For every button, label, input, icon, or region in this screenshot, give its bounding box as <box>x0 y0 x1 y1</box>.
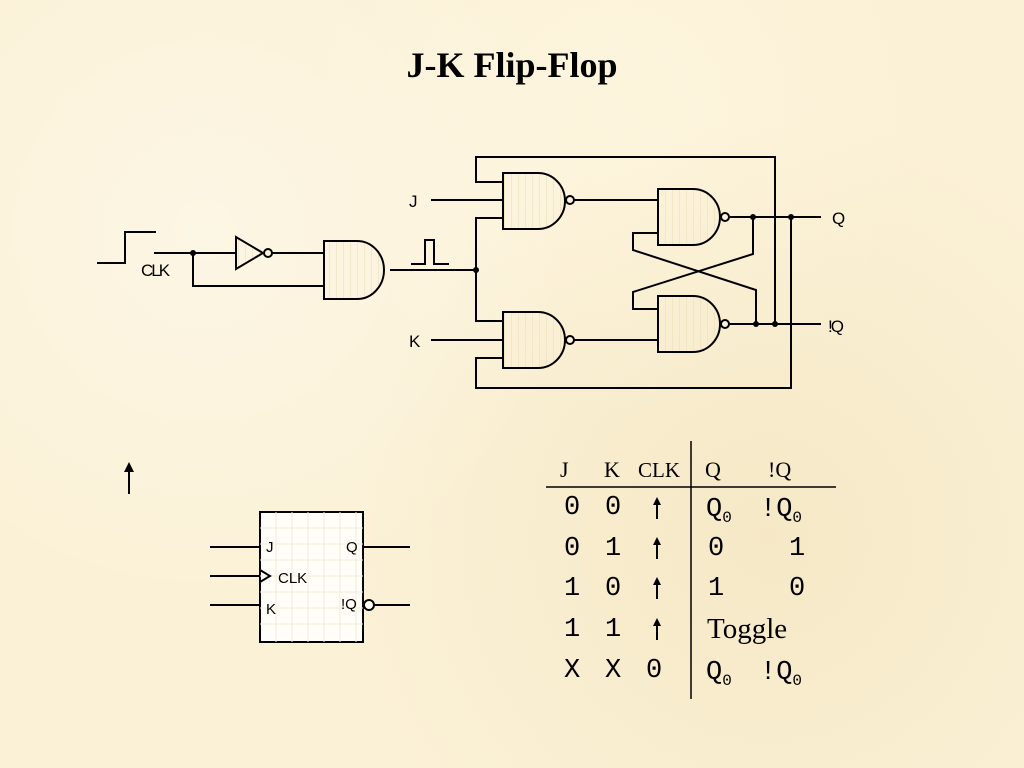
circuit-j-label: J <box>409 192 418 211</box>
circuit-qbar-label: !Q <box>828 317 844 336</box>
block-k-label: K <box>266 601 276 618</box>
header-j: J <box>560 457 569 482</box>
svg-text:1: 1 <box>564 574 580 604</box>
svg-text:1: 1 <box>605 615 621 645</box>
circuit-q-label: Q <box>832 209 845 228</box>
clk-step-waveform <box>97 231 156 264</box>
clk-rising-edge-icon <box>653 537 661 559</box>
header-k: K <box>604 457 620 482</box>
table-row: 0 0 Q0 !Q0 <box>564 493 802 527</box>
latch-upper-nand <box>657 188 721 246</box>
not-gate <box>235 235 265 271</box>
circuit-k-label: K <box>409 332 421 351</box>
jk-block-symbol: J CLK K Q !Q <box>210 511 410 643</box>
table-header: J K CLK Q !Q <box>560 457 791 482</box>
svg-text:X: X <box>564 656 580 686</box>
clk-edge-arrows <box>653 497 661 640</box>
block-qbar-label: !Q <box>341 596 357 613</box>
svg-text:1: 1 <box>708 574 724 604</box>
svg-text:Toggle: Toggle <box>707 613 787 645</box>
pulse-and-gate <box>323 240 385 300</box>
q-feedback-wire <box>475 216 792 389</box>
svg-text:0: 0 <box>605 493 621 523</box>
clk-bypass-wire <box>192 252 325 287</box>
lower-input-nand <box>502 311 566 369</box>
header-clk: CLK <box>638 458 680 482</box>
svg-text:!Q0: !Q0 <box>760 495 802 527</box>
circuit-clk-label: CLK <box>141 261 171 280</box>
svg-text:Q0: Q0 <box>706 658 732 690</box>
svg-text:0: 0 <box>646 656 662 686</box>
svg-text:!Q0: !Q0 <box>760 658 802 690</box>
qbar-feedback-wire <box>475 156 776 325</box>
svg-text:1: 1 <box>789 534 805 564</box>
svg-text:0: 0 <box>564 493 580 523</box>
table-row: 1 1 Toggle <box>564 613 787 645</box>
table-row: X X 0 Q0 !Q0 <box>564 656 802 690</box>
clk-rising-edge-icon <box>653 577 661 599</box>
block-clk-label: CLK <box>278 570 307 587</box>
svg-text:1: 1 <box>564 615 580 645</box>
block-q-label: Q <box>346 539 358 556</box>
clk-rising-edge-icon <box>653 497 661 519</box>
rising-edge-arrow <box>124 462 134 494</box>
svg-text:0: 0 <box>708 534 724 564</box>
latch-lower-nand <box>657 295 721 353</box>
truth-table: J K CLK Q !Q 0 0 Q0 !Q0 0 1 0 1 1 0 <box>546 441 836 699</box>
pulse-waveform <box>411 239 449 265</box>
svg-text:1: 1 <box>605 534 621 564</box>
header-qbar: !Q <box>768 457 791 482</box>
clk-rising-edge-icon <box>653 618 661 640</box>
block-j-label: J <box>266 539 274 556</box>
svg-text:Q0: Q0 <box>706 495 732 527</box>
page-title: J-K Flip-Flop <box>406 45 618 85</box>
svg-text:0: 0 <box>789 574 805 604</box>
table-row: 1 0 1 0 <box>564 574 805 604</box>
svg-text:0: 0 <box>564 534 580 564</box>
upper-input-nand <box>502 172 566 230</box>
header-q: Q <box>705 457 721 482</box>
svg-text:X: X <box>605 656 621 686</box>
svg-text:0: 0 <box>605 574 621 604</box>
table-row: 0 1 0 1 <box>564 534 805 564</box>
not-gate-bubble <box>263 248 273 258</box>
